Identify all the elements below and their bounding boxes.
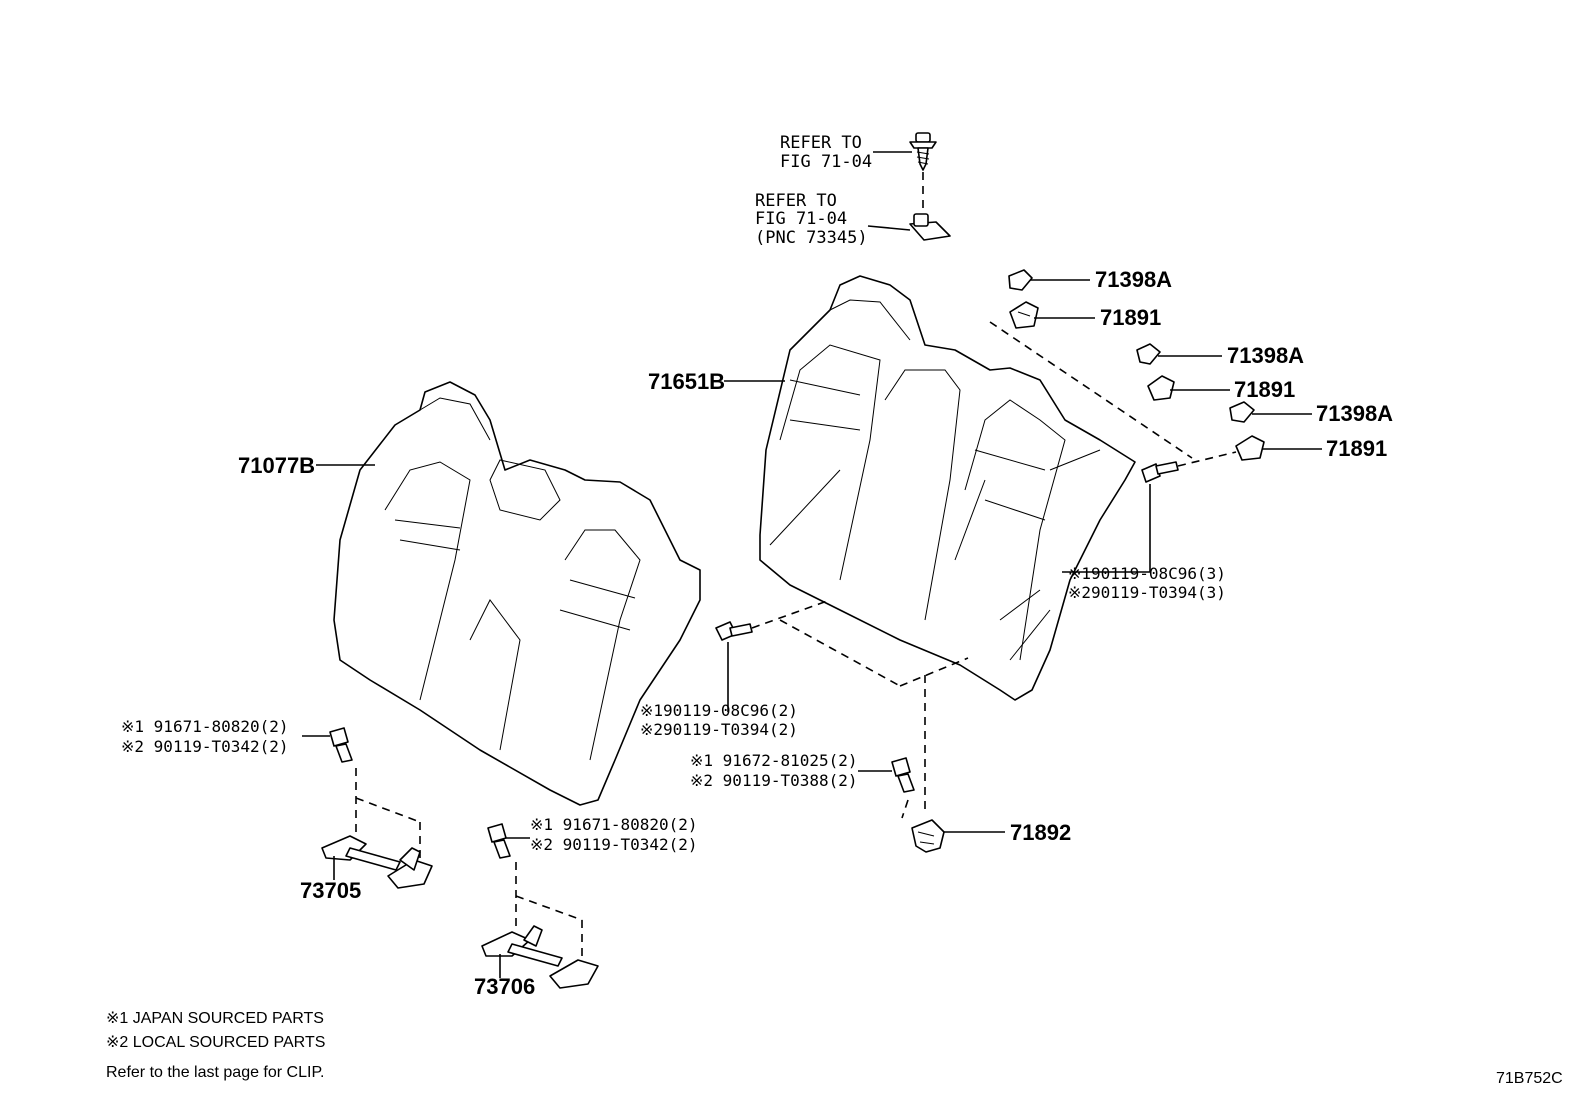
part-71077B: 71077B xyxy=(238,453,315,478)
bolt-center-line2: ※290119-T0394(2) xyxy=(640,720,798,739)
bolt-lower xyxy=(891,757,915,793)
bolt-center-line1: ※190119-08C96(2) xyxy=(640,701,798,720)
bolt-mid xyxy=(487,823,511,859)
part-71651B: 71651B xyxy=(648,369,725,394)
note-japan-sourced: ※1 JAPAN SOURCED PARTS xyxy=(106,1010,324,1027)
hinge-73705 xyxy=(321,835,433,889)
top-screw xyxy=(909,132,937,171)
clip-71891-3 xyxy=(1235,435,1265,461)
top-nut xyxy=(909,213,951,241)
bolt-right-line1: ※190119-08C96(3) xyxy=(1068,564,1226,583)
bolt-left-line2: ※2 90119-T0342(2) xyxy=(121,737,289,756)
bolt-lower-line1: ※1 91672-81025(2) xyxy=(690,751,858,770)
figure-code: 71B752C xyxy=(1496,1070,1563,1087)
clip-71398A-2 xyxy=(1136,343,1161,365)
bolt-left xyxy=(329,727,353,763)
seatback-cover-71651B xyxy=(759,275,1136,701)
part-71398A-2: 71398A xyxy=(1227,343,1304,368)
refer-to-1-line1: REFER TO xyxy=(780,133,862,153)
part-71398A-1: 71398A xyxy=(1095,267,1172,292)
refer-to-2-line3: (PNC 73345) xyxy=(755,228,868,248)
part-71891-2: 71891 xyxy=(1234,377,1295,402)
seatback-71077B xyxy=(333,381,701,806)
hinge-73706 xyxy=(481,925,599,989)
bolt-mid-line2: ※2 90119-T0342(2) xyxy=(530,835,698,854)
clip-71398A-3 xyxy=(1229,401,1255,423)
bolt-lower-line2: ※2 90119-T0388(2) xyxy=(690,771,858,790)
bolt-right-line2: ※290119-T0394(3) xyxy=(1068,583,1226,602)
part-71892: 71892 xyxy=(1010,820,1071,845)
bolt-right xyxy=(1141,461,1179,483)
bolt-mid-line1: ※1 91671-80820(2) xyxy=(530,815,698,834)
refer-to-1-line2: FIG 71-04 xyxy=(780,152,872,172)
note-clip-reference: Refer to the last page for CLIP. xyxy=(106,1064,325,1081)
clip-71891-1 xyxy=(1009,301,1039,329)
note-local-sourced: ※2 LOCAL SOURCED PARTS xyxy=(106,1034,325,1051)
bracket-71892 xyxy=(911,819,945,853)
bolt-center xyxy=(715,621,753,641)
refer-to-2-line2: FIG 71-04 xyxy=(755,209,847,229)
part-73705: 73705 xyxy=(300,878,361,903)
bolt-left-line1: ※1 91671-80820(2) xyxy=(121,717,289,736)
part-71398A-3: 71398A xyxy=(1316,401,1393,426)
part-73706: 73706 xyxy=(474,974,535,999)
part-71891-3: 71891 xyxy=(1326,436,1387,461)
clip-71891-2 xyxy=(1147,375,1175,401)
refer-to-2-line1: REFER TO xyxy=(755,191,837,211)
clip-71398A-1 xyxy=(1008,269,1033,291)
part-71891-1: 71891 xyxy=(1100,305,1161,330)
